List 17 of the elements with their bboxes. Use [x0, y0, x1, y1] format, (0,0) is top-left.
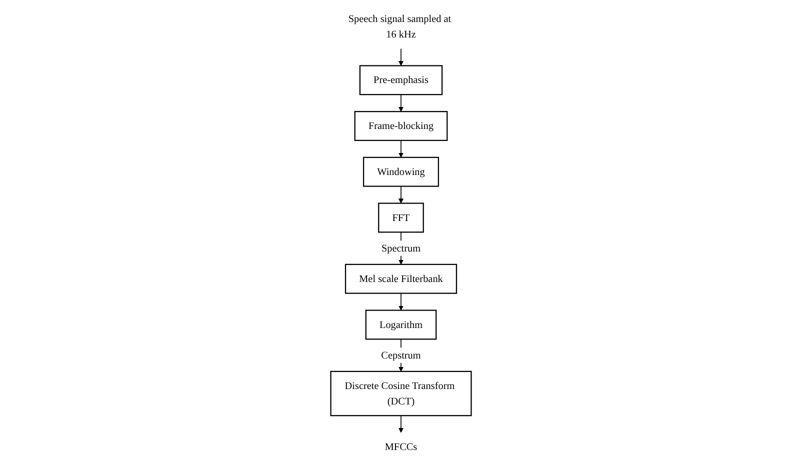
- node-box: Mel scale Filterbank: [344, 264, 458, 294]
- node-box: Windowing: [362, 156, 440, 187]
- node-box: Frame-blocking: [354, 110, 448, 141]
- node-text: MFCCs: [384, 441, 418, 452]
- node-text: Speech signal sampled at 16 kHz: [348, 13, 452, 40]
- node-box: Logarithm: [365, 310, 437, 340]
- node-box: FFT: [378, 202, 424, 233]
- arrow: [398, 140, 404, 158]
- arrow: [398, 94, 404, 112]
- edge-label: Spectrum: [381, 242, 421, 254]
- edge-label: Cepstrum: [381, 349, 421, 361]
- arrow: [398, 415, 404, 433]
- arrow: [398, 48, 404, 66]
- node-box: Discrete Cosine Transform (DCT): [330, 370, 472, 416]
- arrow: [398, 292, 404, 311]
- arrow: [398, 186, 404, 204]
- node-box: Pre-emphasis: [359, 65, 443, 96]
